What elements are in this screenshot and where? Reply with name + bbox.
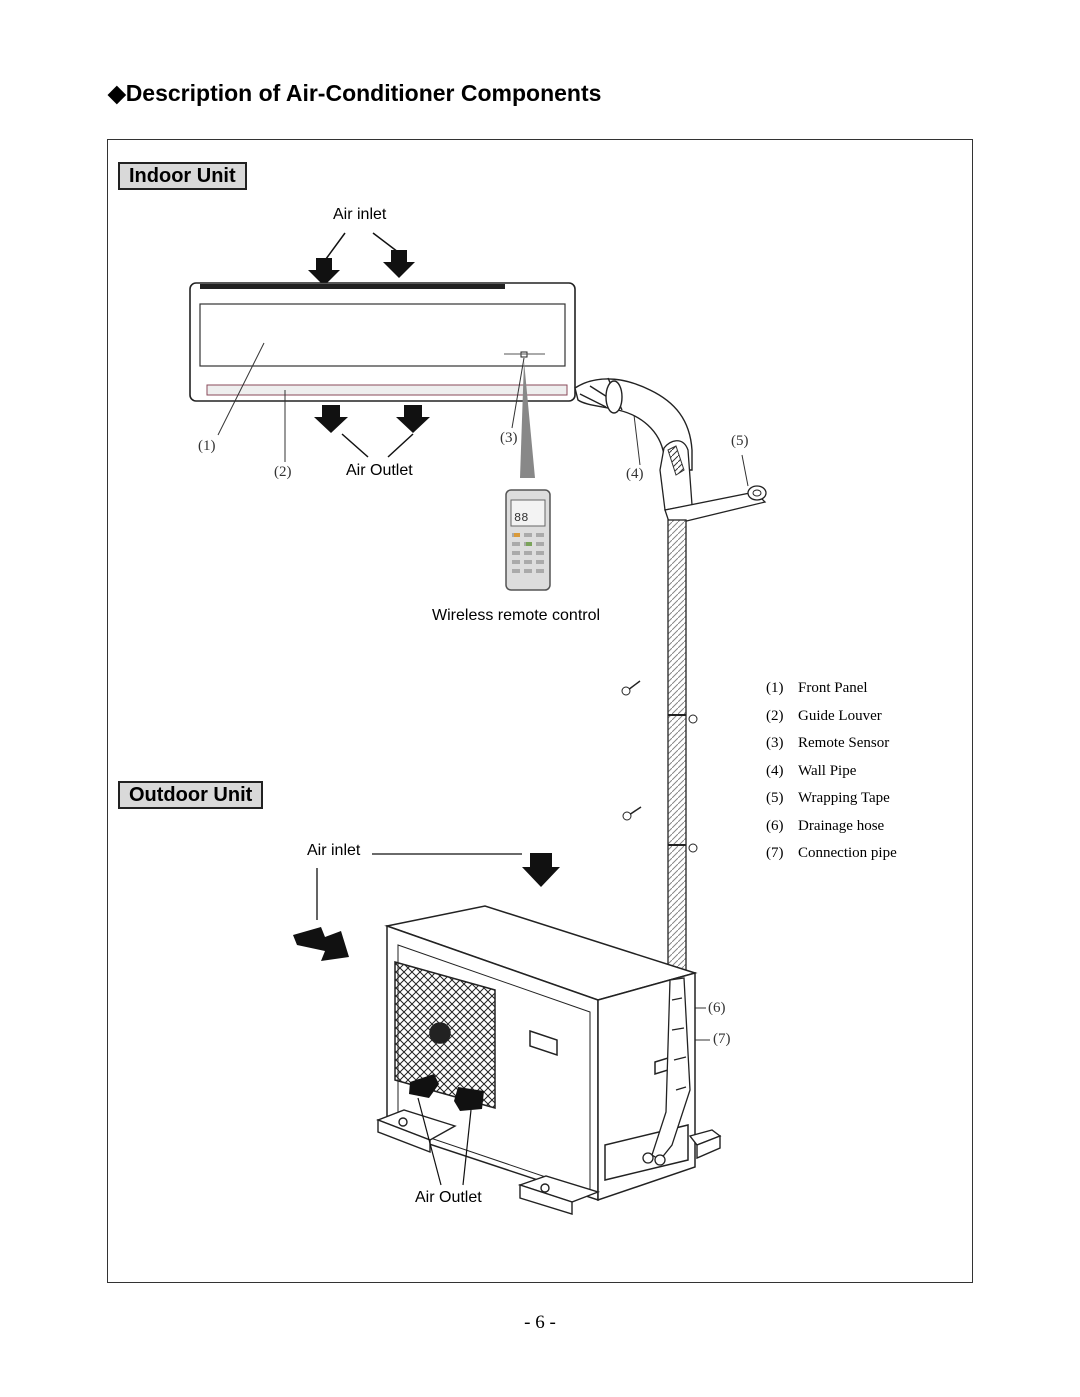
remote-display-text: 88	[514, 511, 528, 525]
indoor-air-inlet-label: Air inlet	[333, 206, 387, 223]
callout-7: (7)	[713, 1031, 731, 1047]
screws	[621, 680, 642, 821]
indoor-unit-heading: Indoor Unit	[118, 162, 247, 190]
callout-6: (6)	[708, 1000, 726, 1016]
outdoor-pipes	[642, 977, 691, 1166]
callout-2: (2)	[274, 464, 292, 480]
legend-item: (2)Guide Louver	[766, 707, 882, 724]
indoor-air-outlet-arrows	[314, 405, 430, 458]
callout-leaders	[217, 342, 749, 1041]
outdoor-air-outlet-arrows	[409, 1074, 484, 1186]
diagram-frame	[107, 139, 973, 1283]
callout-3: (3)	[500, 430, 518, 446]
callout-5: (5)	[731, 433, 749, 449]
legend-item: (6)Drainage hose	[766, 817, 885, 834]
callout-1: (1)	[198, 438, 216, 454]
outdoor-air-outlet-label: Air Outlet	[415, 1189, 482, 1206]
remote-control-illustration: 88	[505, 489, 551, 591]
outdoor-feet	[376, 1109, 722, 1215]
outdoor-air-inlet-label: Air inlet	[307, 842, 361, 859]
outdoor-unit-heading: Outdoor Unit	[118, 781, 264, 809]
legend-item: (7)Connection pipe	[766, 845, 897, 861]
remote-control-label: Wireless remote control	[432, 607, 601, 624]
connection-pipe-bundle	[667, 519, 698, 981]
wall-pipe	[574, 377, 693, 471]
legend-item: (5)Wrapping Tape	[766, 790, 890, 806]
legend-item: (4)Wall Pipe	[766, 762, 857, 779]
page-title: ◆Description of Air-Conditioner Componen…	[108, 80, 602, 106]
indoor-air-outlet-label: Air Outlet	[346, 462, 413, 479]
callout-4: (4)	[626, 466, 644, 482]
component-legend: (1)Front Panel (2)Guide Louver (3)Remote…	[766, 678, 897, 871]
legend-item: (1)Front Panel	[766, 680, 868, 696]
legend-item: (3)Remote Sensor	[766, 735, 890, 751]
indoor-air-inlet-arrows	[308, 232, 415, 286]
indoor-unit	[189, 282, 576, 402]
page-number: - 6 -	[524, 1312, 556, 1333]
outdoor-air-inlet-arrows	[293, 853, 560, 961]
